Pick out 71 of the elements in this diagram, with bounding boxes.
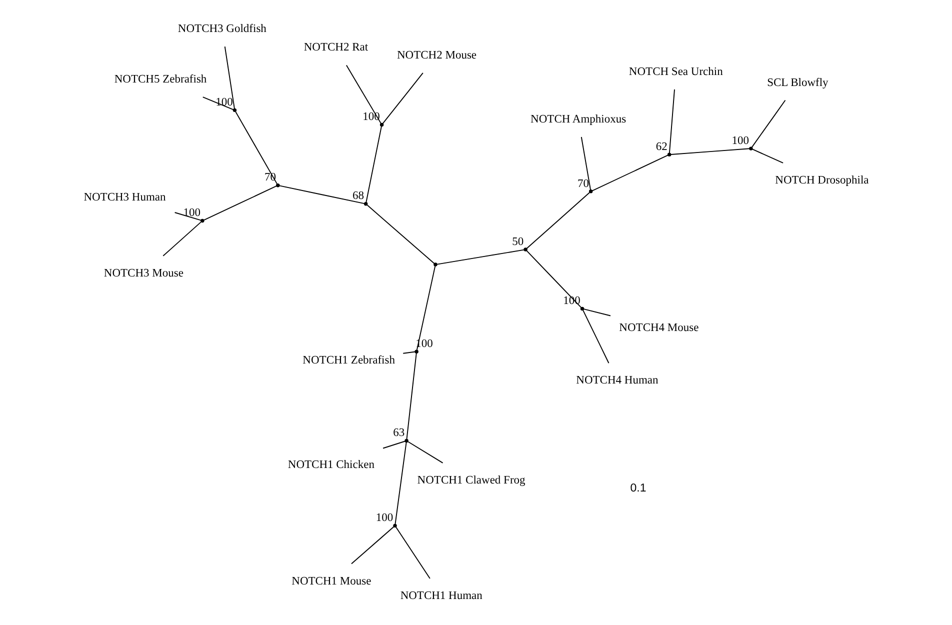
connector <box>592 154 668 192</box>
node-text: NOTCH1 Mouse <box>292 575 372 588</box>
node-label: 100 <box>732 134 750 147</box>
node-text: NOTCH Amphioxus <box>530 113 626 126</box>
connector <box>668 89 675 154</box>
node-point <box>380 122 384 127</box>
connector <box>526 192 590 250</box>
node-point <box>200 218 204 223</box>
connector <box>752 148 784 164</box>
connector <box>416 266 436 351</box>
label: 0.1 <box>630 482 646 494</box>
node-label: 63 <box>393 427 405 440</box>
node-point <box>232 108 237 112</box>
connector <box>395 526 430 579</box>
node-label: 100 <box>376 512 394 524</box>
node-point <box>414 350 418 354</box>
connector <box>406 352 417 440</box>
connector <box>436 249 524 265</box>
connector <box>174 212 202 221</box>
connector <box>408 441 444 464</box>
node-label: 50 <box>512 236 524 248</box>
node-text: NOTCH1 Clawed Frog <box>417 474 526 486</box>
node-label: 68 <box>352 190 364 202</box>
connector <box>382 72 424 124</box>
connector <box>670 148 750 155</box>
node-text: SCL Blowfly <box>767 76 828 89</box>
node-text: NOTCH2 Rat <box>304 42 368 54</box>
connector <box>366 204 435 264</box>
node-point <box>580 306 584 311</box>
node-point <box>393 524 397 528</box>
connector <box>366 126 382 203</box>
node-text: NOTCH Sea Urchin <box>628 66 723 78</box>
connector <box>346 64 382 124</box>
node-point <box>276 184 280 188</box>
node-text: NOTCH1 Human <box>400 590 482 602</box>
node-text: NOTCH3 Goldfish <box>178 23 266 36</box>
connector <box>162 222 202 256</box>
connector <box>394 442 407 525</box>
connector <box>583 308 611 316</box>
node-label: 62 <box>656 140 668 153</box>
connector <box>582 309 610 364</box>
node-label: 100 <box>183 207 201 220</box>
node-text: NOTCH Drosophila <box>775 174 869 186</box>
node-point <box>667 152 672 156</box>
connector <box>202 96 234 110</box>
node-text: NOTCH1 Zebrafish <box>302 354 395 367</box>
node-label: 70 <box>577 178 589 190</box>
node-text: NOTCH3 Human <box>84 192 166 204</box>
node-text: NOTCH2 Mouse <box>396 50 477 62</box>
connector <box>751 100 786 148</box>
node-point <box>524 248 528 252</box>
connector <box>224 46 235 110</box>
node-text: NOTCH5 Zebrafish <box>114 74 207 86</box>
connector <box>351 526 394 564</box>
node-label: 100 <box>216 96 233 109</box>
node-point <box>588 190 593 194</box>
node-text: NOTCH1 Chicken <box>288 458 374 471</box>
connector <box>580 136 592 190</box>
connector <box>204 186 278 220</box>
node-text: NOTCH3 Mouse <box>104 267 184 280</box>
node-text: NOTCH4 Human <box>576 374 658 386</box>
node-point <box>749 146 753 150</box>
node-text: NOTCH4 Mouse <box>619 322 699 334</box>
node-point <box>404 438 408 443</box>
connector <box>526 250 582 308</box>
connector <box>235 111 278 185</box>
node-point <box>364 202 368 206</box>
connector <box>402 351 416 354</box>
node-point <box>434 262 438 266</box>
connector <box>278 185 365 204</box>
connector <box>382 440 406 449</box>
